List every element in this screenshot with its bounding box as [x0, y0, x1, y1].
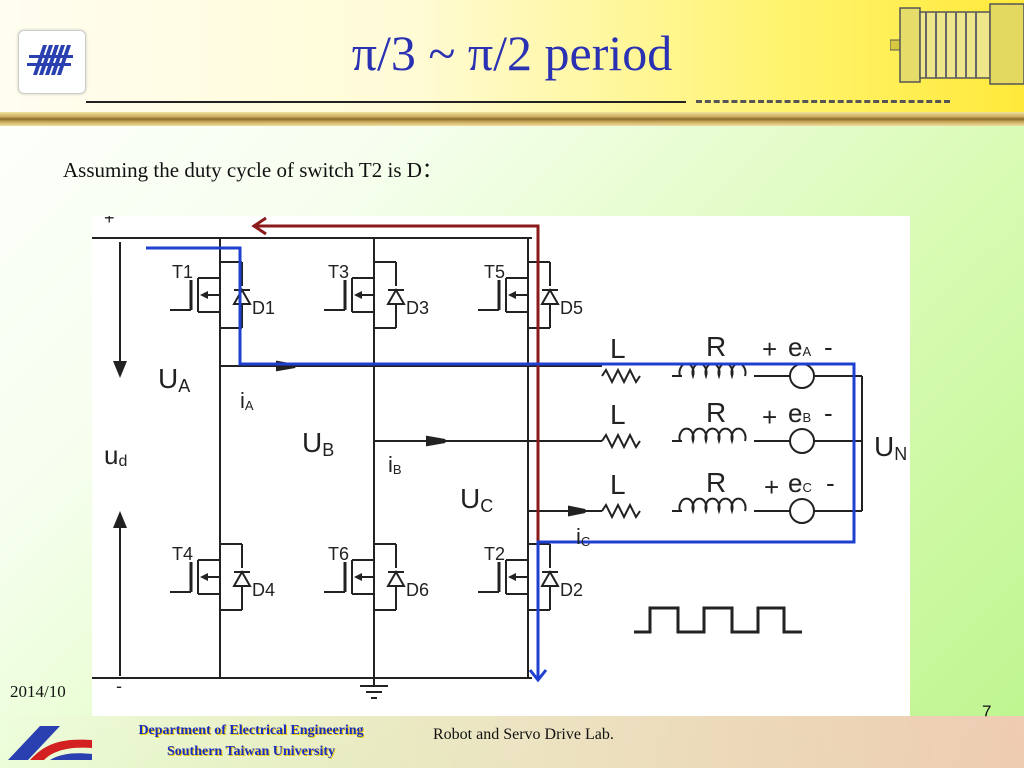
diode-label-d1: D1	[252, 298, 275, 318]
department-name: Department of Electrical Engineering	[138, 723, 364, 738]
emf-source-a	[789, 363, 815, 389]
inverter-circuit-diagram: + - ud T1 D1 T3 D3 T5 D5 T4 D4 T6 D6 T2 …	[92, 216, 910, 716]
current-arrows	[276, 360, 586, 517]
motor-icon	[890, 3, 1024, 85]
diode-label-d4: D4	[252, 580, 275, 600]
pwm-waveform-icon	[634, 606, 802, 634]
slide-date: 2014/10	[10, 682, 66, 701]
diode-label-d3: D3	[406, 298, 429, 318]
emf-label-b: eB	[788, 398, 811, 428]
title-underline	[86, 101, 686, 103]
emf-minus-c: -	[826, 468, 835, 498]
footer-band	[0, 716, 1024, 768]
emf-source-c	[789, 498, 815, 524]
footer-department: Department of Electrical Engineering Sou…	[96, 720, 406, 762]
switch-label-t3: T3	[328, 262, 349, 282]
page-number: 7	[982, 702, 992, 721]
resistor-label-c: R	[706, 467, 726, 498]
emf-plus-c: +	[764, 472, 779, 502]
switch-label-t1: T1	[172, 262, 193, 282]
inductor-label-c: L	[610, 469, 626, 500]
title-dashed-line	[696, 100, 950, 103]
loads	[601, 362, 815, 524]
university-logo-icon	[27, 45, 73, 75]
footer-university-logo-icon	[8, 726, 92, 760]
switch-label-t5: T5	[484, 262, 505, 282]
header-band	[0, 0, 1024, 118]
dc-voltage-label: ud	[104, 440, 127, 470]
inductor-label-a: L	[610, 333, 626, 364]
current-label-c: iC	[576, 524, 590, 549]
inductor-label-b: L	[610, 399, 626, 430]
slide-title: π/3 ~ π/2 period	[351, 25, 673, 81]
diode-label-d6: D6	[406, 580, 429, 600]
resistor-label-b: R	[706, 397, 726, 428]
resistor-label-a: R	[706, 331, 726, 362]
emf-minus-b: -	[824, 398, 833, 428]
emf-label-a: eA	[788, 332, 811, 362]
diode-label-d5: D5	[560, 298, 583, 318]
diode-label-d2: D2	[560, 580, 583, 600]
switch-label-t4: T4	[172, 544, 193, 564]
power-wiring	[92, 237, 863, 699]
university-logo	[18, 30, 86, 94]
current-path-red	[251, 216, 540, 678]
footer-lab-name: Robot and Servo Drive Lab.	[433, 726, 614, 743]
emf-source-b	[789, 428, 815, 454]
phase-voltage-b: UB	[302, 427, 334, 460]
dc-arrows	[113, 361, 127, 528]
circuit-labels: + - ud T1 D1 T3 D3 T5 D5 T4 D4 T6 D6 T2 …	[104, 216, 907, 696]
current-label-b: iB	[388, 452, 402, 477]
emf-plus-b: +	[762, 402, 777, 432]
switch-label-t6: T6	[328, 544, 349, 564]
header-divider	[0, 112, 1024, 126]
current-label-a: iA	[240, 388, 254, 413]
neutral-voltage-label: UN	[874, 431, 907, 464]
assumption-text: Assuming the duty cycle of switch T2 is …	[63, 158, 443, 182]
phase-voltage-a: UA	[158, 363, 190, 396]
dc-plus-label: +	[104, 216, 115, 228]
emf-label-c: eC	[788, 468, 812, 498]
emf-plus-a: +	[762, 334, 777, 364]
dc-minus-label: -	[116, 676, 122, 696]
phase-voltage-c: UC	[460, 483, 493, 516]
current-path-blue	[146, 246, 856, 683]
emf-minus-a: -	[824, 332, 833, 362]
switch-label-t2: T2	[484, 544, 505, 564]
university-name: Southern Taiwan University	[166, 744, 336, 759]
